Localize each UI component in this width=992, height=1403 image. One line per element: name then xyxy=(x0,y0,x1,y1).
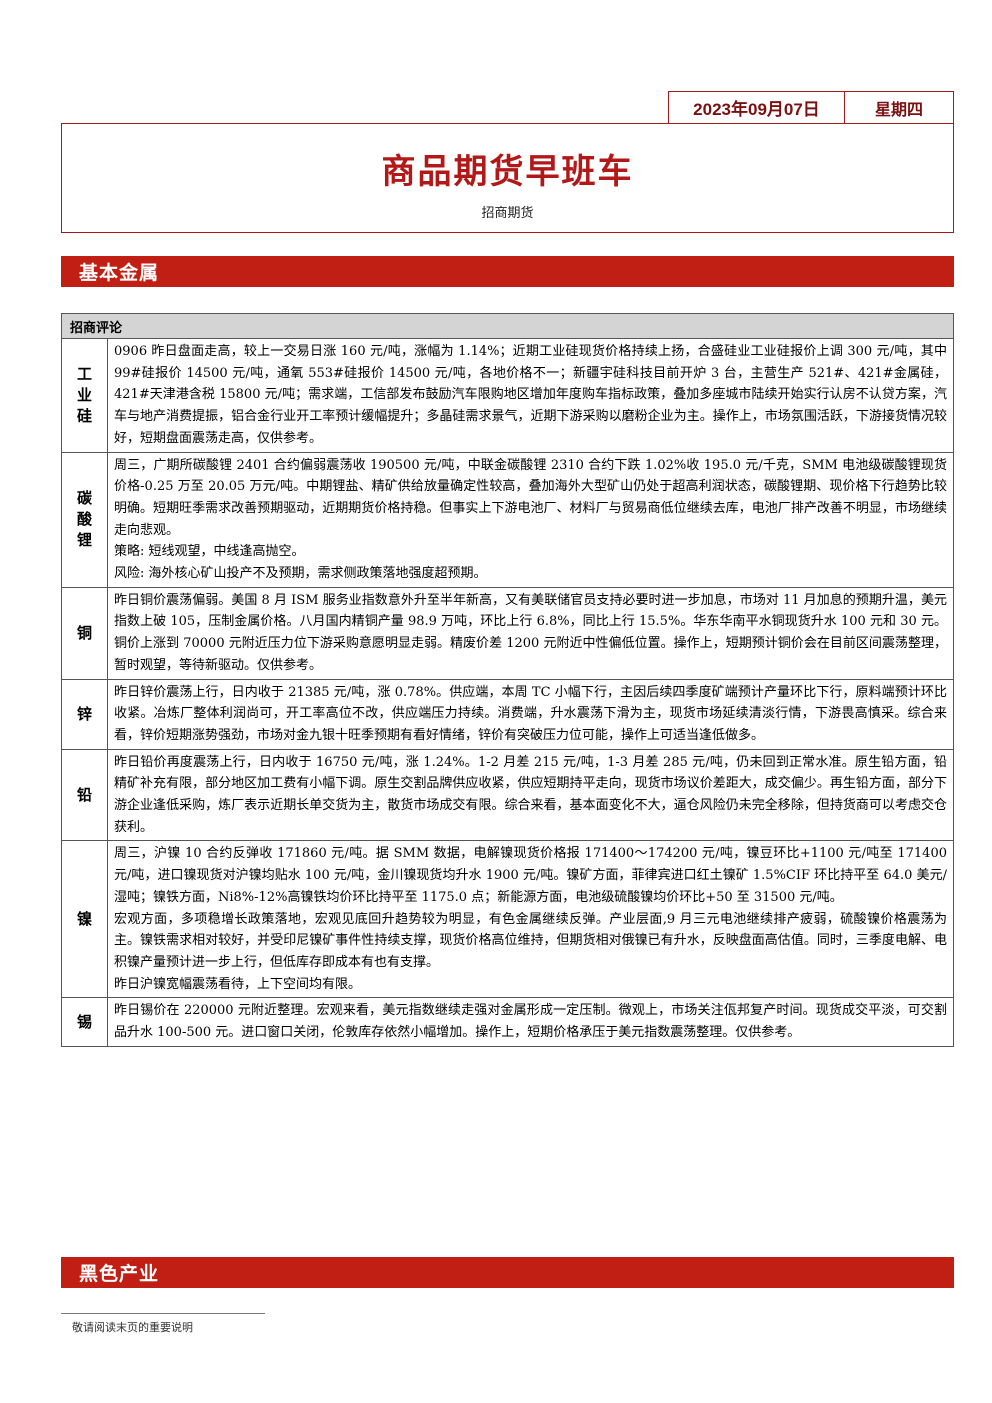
commodity-label: 镍 xyxy=(61,840,108,999)
commentary-row: 锌 昨日锌价震荡上行，日内收于 21385 元/吨，涨 0.78%。供应端，本周 … xyxy=(61,678,954,750)
report-date: 2023年09月07日 xyxy=(669,92,845,123)
commodity-commentary: 昨日铅价再度震荡上行，日内收于 16750 元/吨，涨 1.24%。1-2 月差… xyxy=(107,748,954,842)
commodity-label-char: 锡 xyxy=(76,1012,92,1031)
commodity-label-char: 铅 xyxy=(76,785,92,804)
commodity-label-char: 工 xyxy=(76,364,92,383)
commodity-commentary: 周三，沪镍 10 合约反弹收 171860 元/吨。据 SMM 数据，电解镍现货… xyxy=(107,840,954,999)
commentary-paragraph: 0906 昨日盘面走高，较上一交易日涨 160 元/吨，涨幅为 1.14%；近期… xyxy=(114,344,947,446)
commentary-header: 招商评论 xyxy=(61,313,954,339)
commentary-paragraph: 策略: 短线观望，中线逢高抛空。 xyxy=(114,544,305,560)
commodity-label: 碳酸锂 xyxy=(61,451,108,588)
page-title: 商品期货早班车 xyxy=(381,152,634,192)
commodity-label-char: 镍 xyxy=(76,909,92,928)
commodity-label-char: 锌 xyxy=(76,704,92,723)
commodity-label-char: 铜 xyxy=(76,623,92,642)
section-header-base-metals: 基本金属 xyxy=(61,256,954,287)
commodity-commentary: 昨日铜价震荡偏弱。美国 8 月 ISM 服务业指数意外升至半年新高，又有美联储官… xyxy=(107,586,954,680)
commentary-paragraph: 周三，沪镍 10 合约反弹收 171860 元/吨。据 SMM 数据，电解镍现货… xyxy=(114,846,947,905)
publisher: 招商期货 xyxy=(481,206,534,221)
commentary-row: 铜 昨日铜价震荡偏弱。美国 8 月 ISM 服务业指数意外升至半年新高，又有美联储… xyxy=(61,586,954,680)
commentary-paragraph: 昨日锌价震荡上行，日内收于 21385 元/吨，涨 0.78%。供应端，本周 T… xyxy=(114,684,947,743)
commentary-header-row: 招商评论 xyxy=(61,313,954,339)
commentary-paragraph: 周三，广期所碳酸锂 2401 合约偏弱震荡收 190500 元/吨，中联金碳酸锂… xyxy=(114,457,947,538)
section-header-ferrous: 黑色产业 xyxy=(61,1257,954,1288)
title-box: 商品期货早班车 招商期货 xyxy=(61,123,954,233)
footer-note: 敬请阅读末页的重要说明 xyxy=(72,1321,193,1334)
date-box: 2023年09月07日 星期四 xyxy=(668,91,954,124)
commentary-row: 锡 昨日锡价在 220000 元附近整理。宏观来看，美元指数继续走强对金属形成一定… xyxy=(61,997,954,1047)
commodity-label: 工业硅 xyxy=(61,338,108,453)
commodity-label: 锡 xyxy=(61,997,108,1047)
commentary-paragraph: 风险: 海外核心矿山投产不及预期，需求侧政策落地强度超预期。 xyxy=(114,566,487,582)
commentary-row: 铅 昨日铅价再度震荡上行，日内收于 16750 元/吨，涨 1.24%。1-2 月… xyxy=(61,748,954,842)
commodity-label-char: 硅 xyxy=(76,406,92,425)
commentary-paragraph: 昨日铜价震荡偏弱。美国 8 月 ISM 服务业指数意外升至半年新高，又有美联储官… xyxy=(114,592,947,673)
commodity-label-char: 酸 xyxy=(76,510,92,529)
commentary-paragraph: 宏观方面，多项稳增长政策落地，宏观见底回升趋势较为明显，有色金属继续反弹。产业层… xyxy=(114,911,947,970)
commentary-paragraph: 昨日沪镍宽幅震荡看待，上下空间均有限。 xyxy=(114,976,362,992)
commentary-paragraph: 昨日铅价再度震荡上行，日内收于 16750 元/吨，涨 1.24%。1-2 月差… xyxy=(114,754,947,835)
commentary-row: 碳酸锂周三，广期所碳酸锂 2401 合约偏弱震荡收 190500 元/吨，中联金… xyxy=(61,451,954,588)
commodity-label: 铅 xyxy=(61,748,108,842)
commodity-commentary: 周三，广期所碳酸锂 2401 合约偏弱震荡收 190500 元/吨，中联金碳酸锂… xyxy=(107,451,954,588)
commodity-label-char: 碳 xyxy=(76,489,92,508)
commodity-label: 铜 xyxy=(61,586,108,680)
commentary-paragraph: 昨日锡价在 220000 元附近整理。宏观来看，美元指数继续走强对金属形成一定压… xyxy=(114,1003,947,1041)
commodity-commentary: 昨日锌价震荡上行，日内收于 21385 元/吨，涨 0.78%。供应端，本周 T… xyxy=(107,678,954,750)
commentary-row: 镍 周三，沪镍 10 合约反弹收 171860 元/吨。据 SMM 数据，电解镍现… xyxy=(61,840,954,999)
footer-divider xyxy=(61,1313,265,1314)
report-weekday: 星期四 xyxy=(874,99,923,119)
commodity-label-char: 业 xyxy=(76,385,92,404)
commodity-label: 锌 xyxy=(61,678,108,750)
commodity-commentary: 0906 昨日盘面走高，较上一交易日涨 160 元/吨，涨幅为 1.14%；近期… xyxy=(107,338,954,453)
commodity-label-char: 锂 xyxy=(76,531,92,550)
commodity-commentary: 昨日锡价在 220000 元附近整理。宏观来看，美元指数继续走强对金属形成一定压… xyxy=(107,997,954,1047)
